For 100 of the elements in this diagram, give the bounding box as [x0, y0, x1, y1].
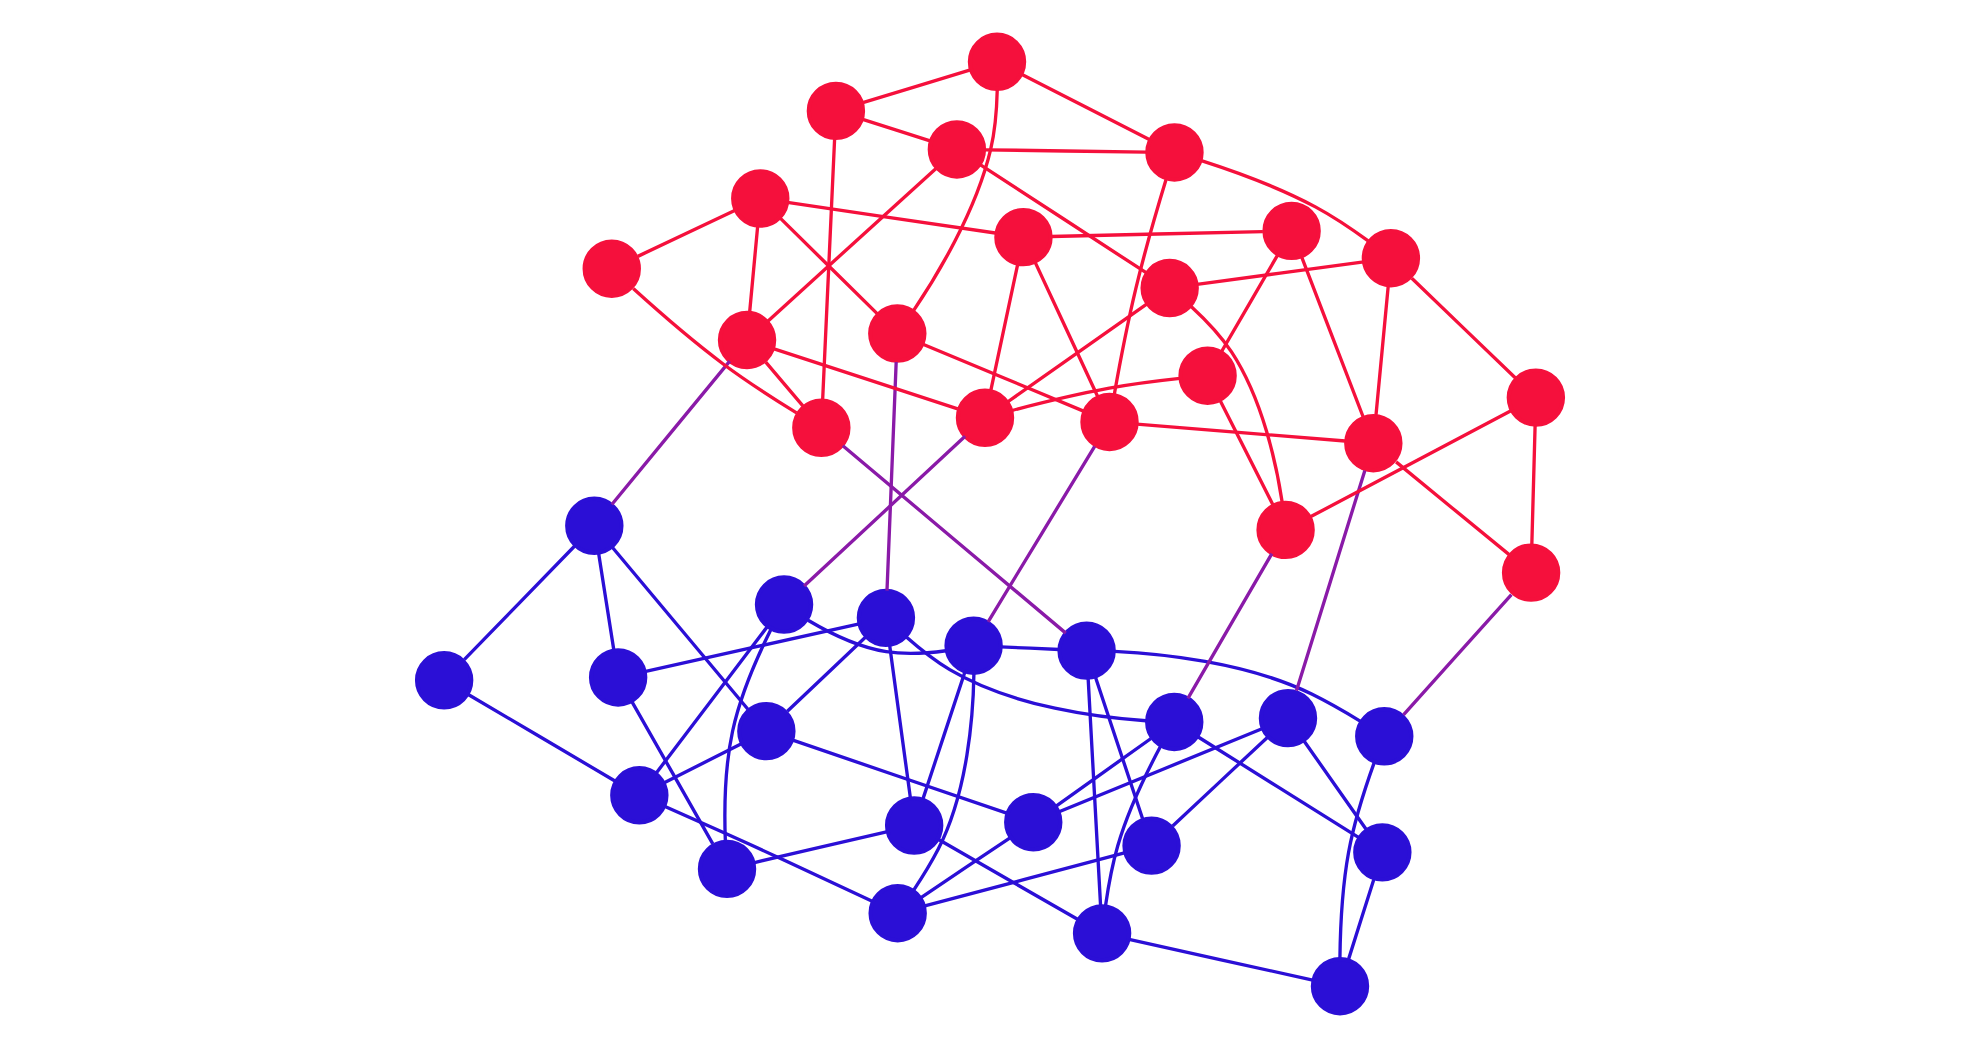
connector	[1347, 877, 1376, 959]
connector	[861, 67, 971, 104]
connector	[1309, 408, 1512, 518]
node-circle	[1004, 792, 1063, 851]
connector	[610, 544, 750, 710]
node-circle	[1258, 687, 1318, 747]
connector	[1220, 252, 1280, 352]
node-circle	[1178, 345, 1237, 404]
node-circle	[737, 700, 796, 760]
connector	[654, 624, 769, 774]
node-circle	[884, 795, 944, 854]
node-circle	[1353, 822, 1412, 881]
connector	[1338, 761, 1376, 958]
node-circle	[717, 309, 777, 369]
connector	[984, 147, 1147, 153]
node-circle	[1080, 391, 1139, 451]
connector	[1196, 259, 1364, 285]
connector	[862, 116, 931, 142]
connector	[1200, 158, 1371, 243]
connector	[1020, 71, 1151, 141]
connector	[1033, 261, 1100, 397]
connector	[821, 137, 837, 399]
node-circle	[1122, 815, 1181, 874]
connector	[787, 199, 996, 234]
connector	[779, 216, 880, 315]
connector	[644, 621, 860, 673]
connector	[1190, 304, 1284, 502]
connector	[1114, 648, 1362, 722]
connector	[786, 634, 868, 712]
connector	[1171, 734, 1269, 827]
connector	[1186, 551, 1274, 699]
connector	[923, 850, 1125, 907]
connector	[1374, 284, 1390, 416]
connector	[792, 737, 1008, 814]
connector	[1136, 421, 1346, 442]
connector	[1530, 424, 1537, 545]
connector	[979, 162, 1148, 274]
connector	[921, 670, 967, 799]
connector	[912, 672, 976, 891]
connector	[747, 224, 760, 312]
connector	[1300, 255, 1365, 417]
connector	[467, 692, 617, 782]
connector	[764, 360, 805, 406]
connector	[911, 88, 999, 312]
connector	[802, 434, 967, 587]
connector	[1395, 459, 1511, 555]
connector	[766, 166, 938, 322]
node-circle	[1501, 542, 1561, 601]
connector	[610, 359, 731, 505]
connector	[1112, 177, 1168, 395]
connector	[937, 836, 1079, 920]
node-circle	[856, 587, 916, 647]
node-circle	[1072, 903, 1132, 962]
connector	[632, 286, 798, 414]
node-circle	[1057, 620, 1116, 679]
connector	[989, 262, 1020, 391]
node-circle	[944, 615, 1003, 674]
node-circle	[868, 303, 927, 362]
node-circle	[967, 31, 1027, 90]
connector	[630, 700, 715, 844]
node-circle	[927, 119, 987, 178]
connector	[723, 627, 773, 841]
node-circle	[414, 650, 474, 709]
node-circle	[610, 765, 669, 824]
connector	[637, 207, 737, 257]
connector	[1006, 301, 1148, 403]
connector	[920, 835, 1011, 898]
connector	[664, 804, 874, 902]
connector	[1410, 276, 1517, 379]
node-circle	[955, 387, 1015, 446]
node-circle	[1140, 257, 1199, 317]
node-circle	[1310, 956, 1370, 1015]
node-circle	[1355, 706, 1414, 765]
connector	[986, 444, 1097, 622]
node-circle	[1361, 228, 1421, 287]
connector	[663, 741, 743, 784]
connector	[1051, 228, 1263, 238]
connector	[463, 543, 576, 660]
connector	[1402, 592, 1513, 716]
node-circle	[994, 206, 1053, 266]
connector	[904, 634, 1147, 722]
node-circle	[697, 838, 757, 898]
connector	[1094, 676, 1145, 819]
node-circle	[1506, 367, 1566, 426]
node-circle	[792, 397, 851, 456]
node-circle	[588, 647, 648, 706]
node-circle	[1256, 499, 1315, 559]
node-circle	[1262, 200, 1321, 260]
node-circle	[1145, 122, 1204, 181]
connector	[807, 617, 947, 655]
node-circle	[1145, 691, 1204, 751]
connector	[1000, 644, 1060, 651]
node-circle	[582, 238, 641, 297]
connector	[1128, 936, 1314, 981]
connector	[1218, 398, 1275, 505]
node-circle	[806, 80, 866, 140]
connector	[888, 644, 913, 798]
connector	[1055, 736, 1152, 807]
connector	[1103, 744, 1163, 905]
node-circle	[754, 574, 814, 633]
